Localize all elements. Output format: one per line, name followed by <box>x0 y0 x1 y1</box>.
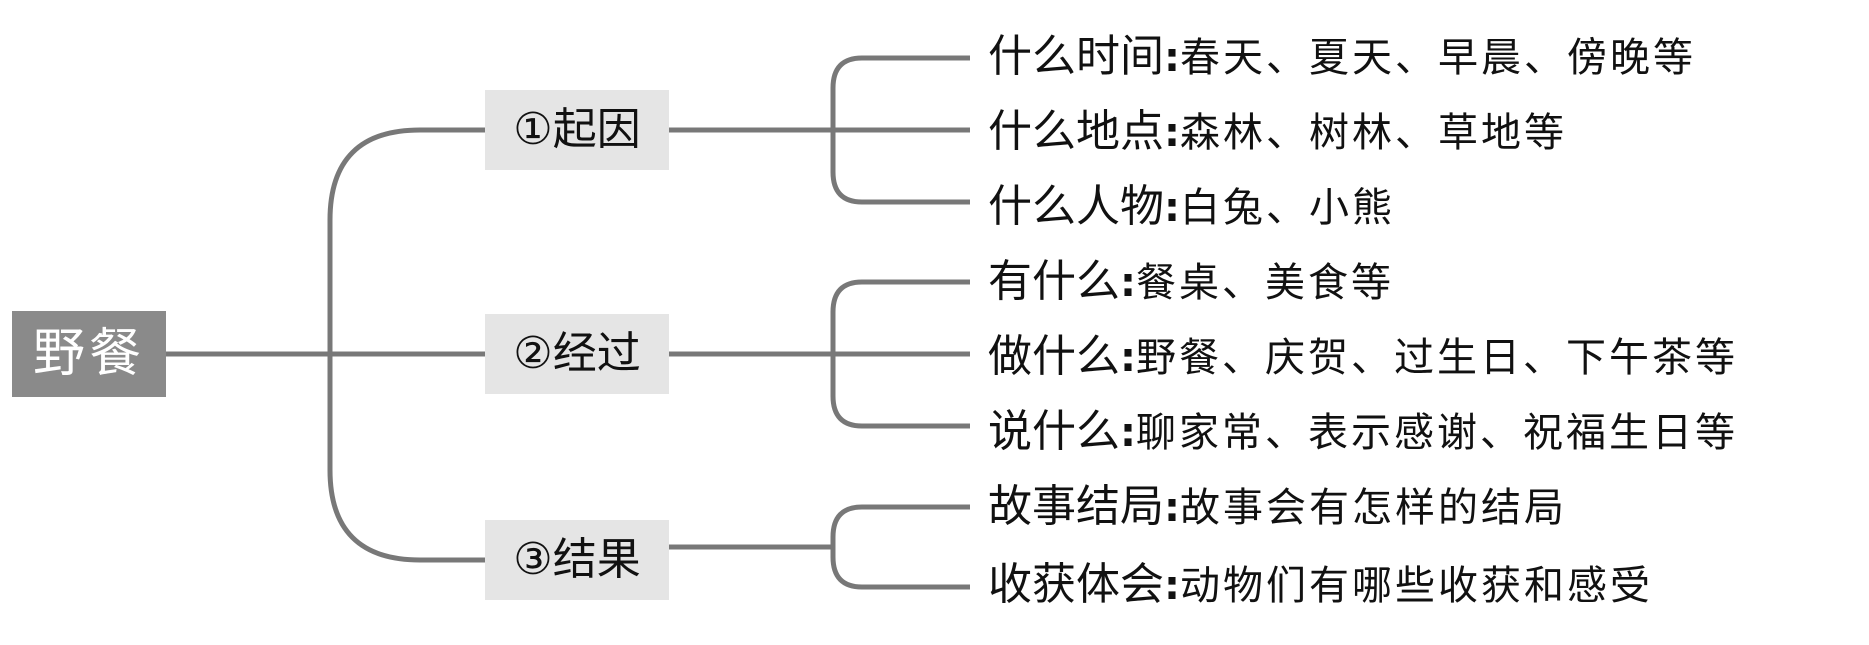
leaf-node: 做什么:野餐、庆贺、过生日、下午茶等 <box>988 327 1738 387</box>
leaf-colon: : <box>1120 260 1136 306</box>
branch-node-cause: ①起因 <box>485 90 669 170</box>
root-node: 野餐 <box>12 311 166 397</box>
leaf-node: 什么地点:森林、树林、草地等 <box>988 102 1567 162</box>
leaf-value: 餐桌、美食等 <box>1136 260 1394 306</box>
leaf-node: 说什么:聊家常、表示感谢、祝福生日等 <box>988 402 1738 462</box>
leaf-node: 什么时间:春天、夏天、早晨、傍晚等 <box>988 27 1696 87</box>
leaf-node: 故事结局:故事会有怎样的结局 <box>988 477 1567 537</box>
leaf-colon: : <box>1164 563 1180 609</box>
leaf-value: 白兔、小熊 <box>1180 185 1395 231</box>
leaf-key: 什么地点 <box>988 106 1164 157</box>
leaf-node: 收获体会:动物们有哪些收获和感受 <box>988 555 1653 615</box>
leaf-value: 动物们有哪些收获和感受 <box>1180 563 1653 609</box>
leaf-key: 故事结局 <box>988 481 1164 532</box>
leaf-colon: : <box>1120 410 1136 456</box>
leaf-value: 故事会有怎样的结局 <box>1180 485 1567 531</box>
branch-label: ②经过 <box>513 328 641 379</box>
leaf-colon: : <box>1164 185 1180 231</box>
connector-branch-1-bracket <box>830 55 970 205</box>
connector-branch-3-bracket <box>830 504 970 590</box>
root-label: 野餐 <box>32 324 145 384</box>
leaf-colon: : <box>1164 485 1180 531</box>
leaf-node: 什么人物:白兔、小熊 <box>988 177 1395 237</box>
connector-root-bracket <box>327 127 485 563</box>
leaf-key: 什么时间 <box>988 31 1164 82</box>
leaf-value: 野餐、庆贺、过生日、下午茶等 <box>1136 335 1738 381</box>
leaf-key: 做什么 <box>988 331 1120 382</box>
branch-node-result: ③结果 <box>485 520 669 600</box>
leaf-node: 有什么:餐桌、美食等 <box>988 252 1394 312</box>
leaf-key: 说什么 <box>988 406 1120 457</box>
leaf-key: 收获体会 <box>988 559 1164 610</box>
branch-node-process: ②经过 <box>485 314 669 394</box>
branch-label: ①起因 <box>513 104 641 155</box>
leaf-colon: : <box>1164 35 1180 81</box>
leaf-colon: : <box>1120 335 1136 381</box>
leaf-key: 有什么 <box>988 256 1120 307</box>
leaf-key: 什么人物 <box>988 181 1164 232</box>
leaf-colon: : <box>1164 110 1180 156</box>
branch-label: ③结果 <box>513 534 641 585</box>
leaf-value: 森林、树林、草地等 <box>1180 110 1567 156</box>
connector-branch-2-bracket <box>830 279 970 429</box>
leaf-value: 聊家常、表示感谢、祝福生日等 <box>1136 410 1738 456</box>
leaf-value: 春天、夏天、早晨、傍晚等 <box>1180 35 1696 81</box>
